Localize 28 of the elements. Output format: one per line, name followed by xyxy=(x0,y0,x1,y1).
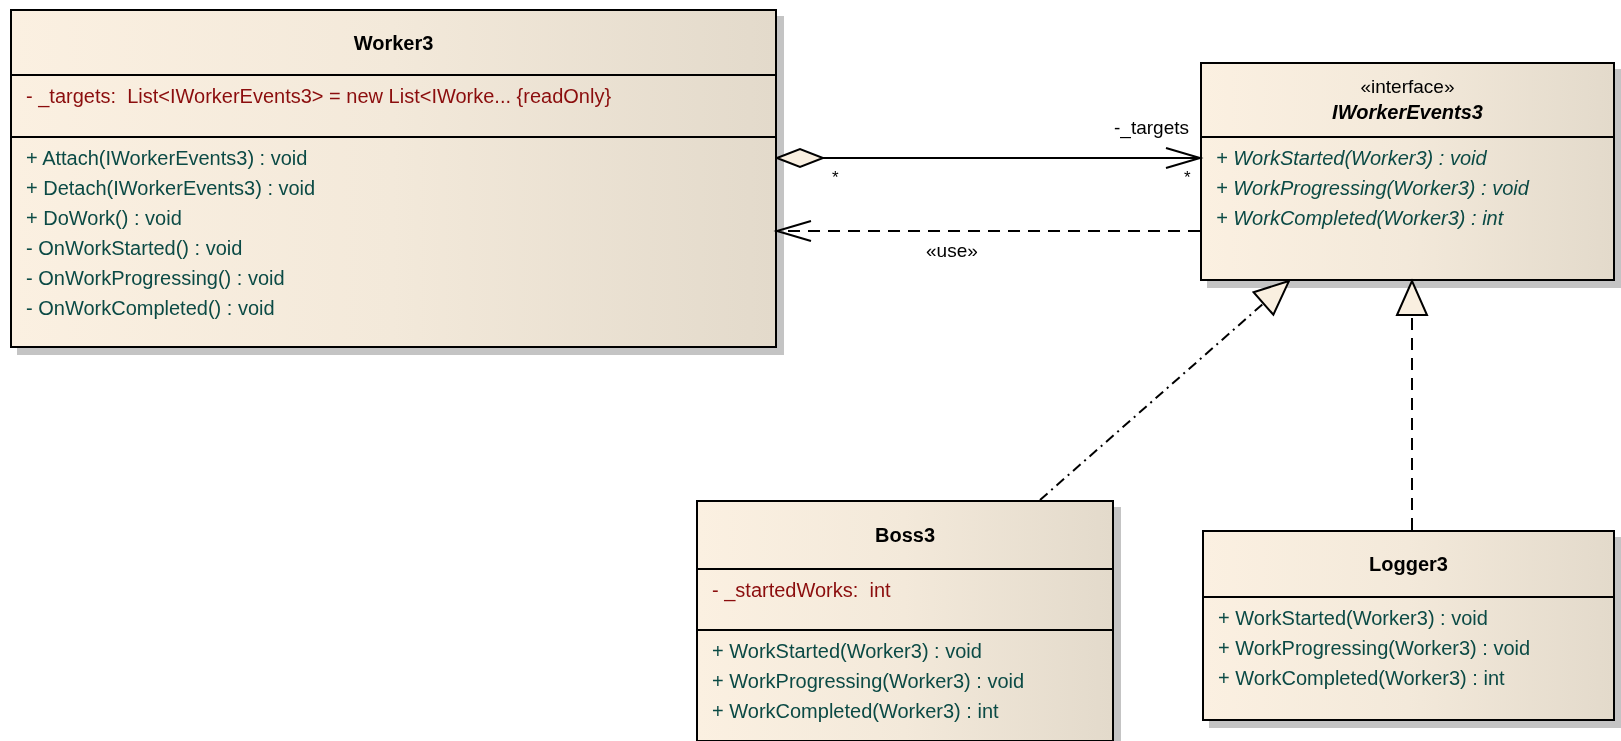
association-arrow xyxy=(776,147,1201,169)
operation-text: + WorkStarted(Worker3) : void xyxy=(1216,146,1487,170)
stereotype-text: «interface» xyxy=(1360,75,1455,99)
operation-text: + WorkCompleted(Worker3) : int xyxy=(1218,666,1505,690)
operation-text: + WorkProgressing(Worker3) : void xyxy=(1216,176,1529,200)
operation-text: - OnWorkCompleted() : void xyxy=(26,296,275,320)
class-name: Boss3 xyxy=(875,523,935,548)
class-name: Logger3 xyxy=(1369,552,1448,577)
operation-text: + DoWork() : void xyxy=(26,206,182,230)
attribute-text: - _targets: List<IWorkerEvents3> = new List<IWorke... {readOnly} xyxy=(26,84,612,108)
class-name: IWorkerEvents3 xyxy=(1332,100,1483,125)
operation-text: + Attach(IWorkerEvents3) : void xyxy=(26,146,308,170)
class-name: Worker3 xyxy=(353,30,434,56)
dashed-arrow xyxy=(1039,280,1290,501)
attribute-text: - _startedWorks: int xyxy=(712,578,891,602)
dashed-arrow xyxy=(1396,280,1428,531)
operation-text: + WorkCompleted(Worker3) : int xyxy=(712,699,999,723)
dashed-arrow xyxy=(776,220,1201,242)
operation-text: - OnWorkProgressing() : void xyxy=(26,266,285,290)
multiplicity-label: * xyxy=(1184,168,1191,188)
operation-text: + Detach(IWorkerEvents3) : void xyxy=(26,176,316,200)
operation-text: + WorkCompleted(Worker3) : int xyxy=(1216,206,1504,230)
operation-text: + WorkProgressing(Worker3) : void xyxy=(712,669,1025,693)
operation-text: - OnWorkStarted() : void xyxy=(26,236,243,260)
operation-text: + WorkStarted(Worker3) : void xyxy=(1218,606,1488,630)
operation-text: + WorkProgressing(Worker3) : void xyxy=(1218,636,1531,660)
multiplicity-label: * xyxy=(832,168,839,188)
operation-text: + WorkStarted(Worker3) : void xyxy=(712,639,982,663)
